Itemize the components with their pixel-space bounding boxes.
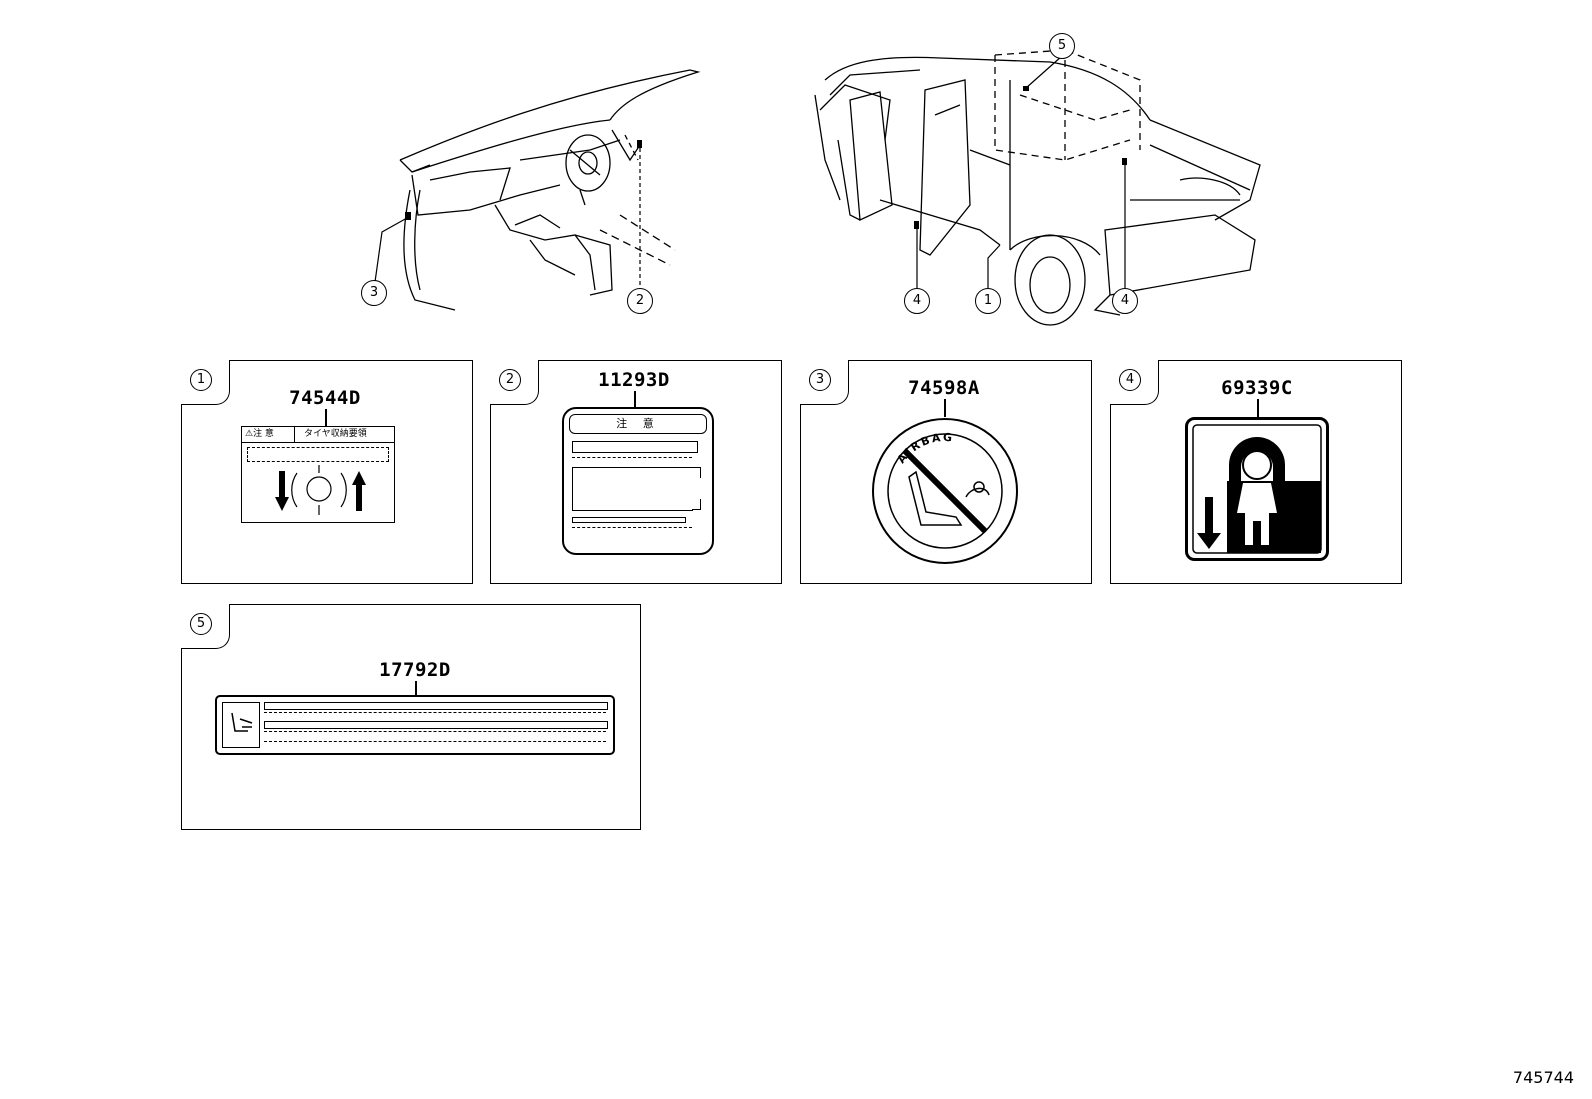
label-panel-1: 1 74544D ⚠注 意 タイヤ収納要領 [181,360,473,584]
airbag-text: AIRBAG [895,431,953,466]
panel-index: 4 [1119,369,1141,391]
part-number: 74544D [289,387,361,409]
part-number: 17792D [379,659,451,681]
panel-tab: 4 [1110,360,1159,405]
part-number: 11293D [598,369,670,391]
label-header-right: タイヤ収納要領 [304,429,367,439]
callout-4-front-door: 4 [904,288,930,314]
panel-index: 5 [190,613,212,635]
caution-label-illustration: 注 意 [562,407,714,555]
panel-tab: 5 [181,604,230,649]
child-lock-icon [1185,417,1329,561]
airbag-warning-icon: AIRBAG [872,418,1018,564]
caution-header: 注 意 [569,414,707,434]
panel-tab: 2 [490,360,539,405]
callout-1: 1 [975,288,1001,314]
truck-illustration [814,49,1261,326]
part-number: 74598A [908,377,980,399]
panel-tab: 1 [181,360,230,405]
callout-4-rear: 4 [1112,288,1138,314]
interior-illustration [374,69,701,311]
panel-index: 3 [809,369,831,391]
panel-tab: 3 [800,360,849,405]
label-panel-4: 4 69339C [1110,360,1402,584]
reference-number: 745744 [1512,1068,1574,1087]
tire-label-illustration: ⚠注 意 タイヤ収納要領 [241,426,395,523]
callout-2: 2 [627,288,653,314]
seat-icon [231,712,253,732]
panel-index: 1 [190,369,212,391]
label-header-left: ⚠注 意 [245,429,274,439]
callout-5: 5 [1049,33,1075,59]
label-panel-2: 2 11293D 注 意 [490,360,782,584]
svg-text:AIRBAG: AIRBAG [895,431,955,466]
strip-label-illustration [215,695,615,755]
callout-3: 3 [361,280,387,306]
part-number: 69339C [1221,377,1293,399]
panel-index: 2 [499,369,521,391]
label-panel-3: 3 74598A AIRBAG [800,360,1092,584]
label-panel-5: 5 17792D [181,604,641,830]
